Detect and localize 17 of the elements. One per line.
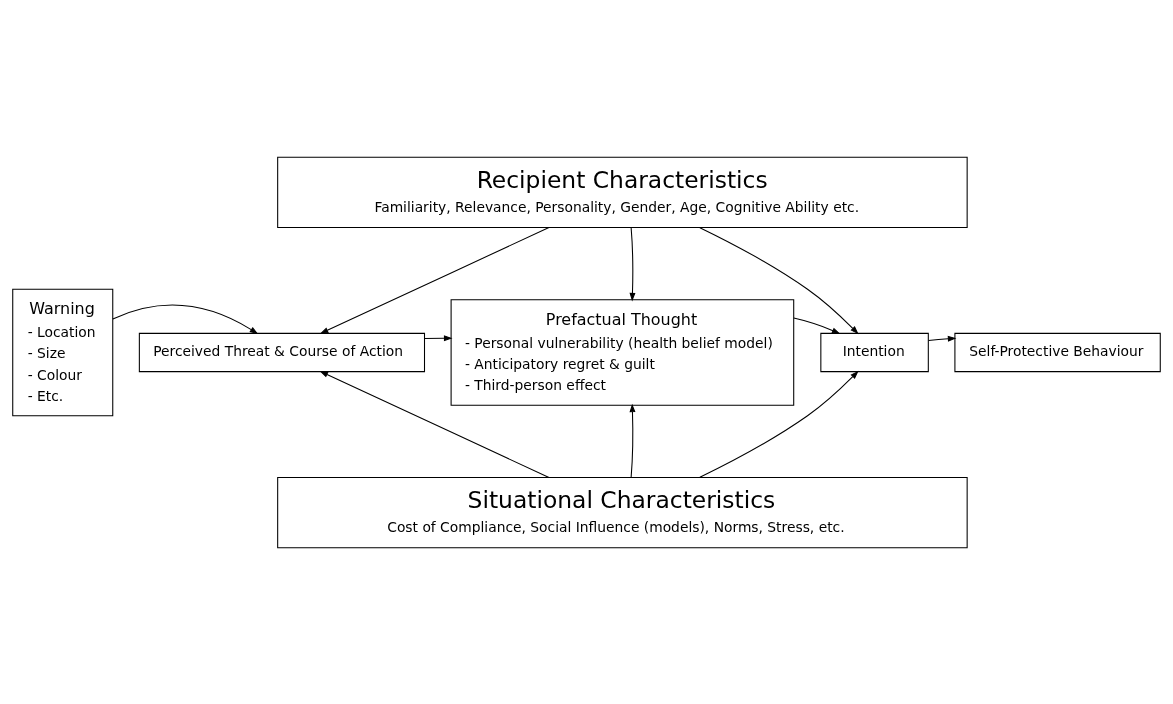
arrow xyxy=(699,370,859,478)
node-box: Warning - Location - Size - Colour - Etc. xyxy=(12,288,114,416)
node-box: Perceived Threat & Course of Action xyxy=(138,332,426,372)
arrow xyxy=(629,226,636,301)
arrow xyxy=(928,335,957,342)
node-box: Situational Characteristics Cost of Compliance, Social Influence (models), Norms, Stress, etc. xyxy=(277,476,968,548)
arrow xyxy=(112,304,259,334)
arrow xyxy=(319,226,550,334)
node-box: Self-Protective Behaviour xyxy=(954,332,1161,372)
node-box: Recipient Characteristics Familiarity, Relevance, Personality, Gender, Age, Cognitive Ability etc. xyxy=(277,156,968,228)
node-box: Intention xyxy=(820,332,929,372)
node-box: Prefactual Thought - Personal vulnerability (health belief model) - Anticipatory regret & guilt - Third-person effect xyxy=(450,298,795,406)
arrow xyxy=(424,334,453,341)
arrow xyxy=(319,370,550,478)
arrow xyxy=(629,403,636,478)
arrow xyxy=(793,317,841,334)
arrow xyxy=(699,226,859,334)
